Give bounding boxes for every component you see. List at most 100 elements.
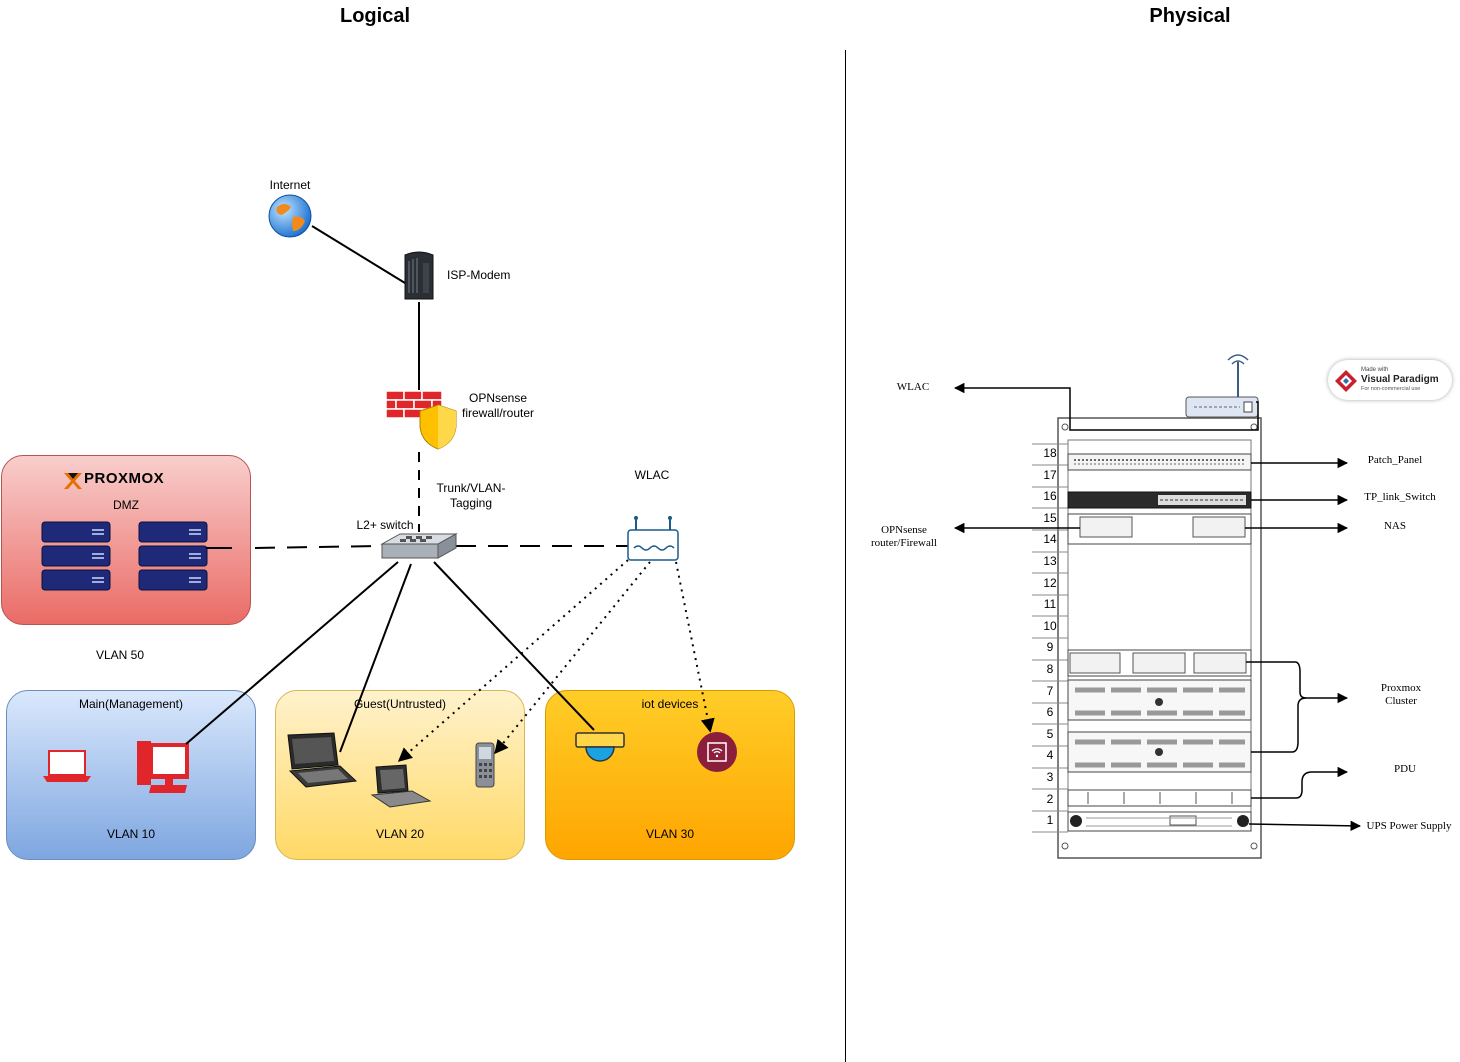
- rack-label-opnsense-line1: OPNsense: [881, 524, 927, 536]
- nas-box: [1192, 516, 1246, 538]
- laptop-icon: [41, 749, 93, 788]
- rack-unit: 2: [1046, 791, 1054, 806]
- zone-vlan: VLAN 20: [375, 827, 425, 841]
- zone-vlan: VLAN 30: [645, 827, 695, 841]
- mobile-phone-icon: [472, 739, 498, 796]
- rack-label-ups: UPS Power Supply: [1366, 820, 1452, 832]
- rack-unit: 14: [1043, 532, 1057, 547]
- section-divider: [845, 50, 846, 1062]
- rack-unit-list: 18 17 16 15 14 13 12 11 10 9 8 7 6 5 4 3…: [1032, 443, 1068, 832]
- zone-title: iot devices: [641, 697, 699, 711]
- rack-unit: 6: [1046, 705, 1054, 720]
- switch-guest-laptop-link: [339, 563, 412, 753]
- rack-unit: 12: [1043, 575, 1057, 590]
- rack-unit: 9: [1046, 640, 1054, 655]
- visual-paradigm-logo-icon: [1334, 369, 1358, 398]
- server-icon: [137, 520, 209, 592]
- patch-panel: [1067, 453, 1252, 471]
- rack-screw: [1061, 423, 1069, 431]
- switch-pc-link: [185, 561, 399, 745]
- modem-icon: [399, 249, 439, 306]
- rack-label-opnsense-line2: router/Firewall: [871, 537, 937, 549]
- rack-label-switch: TP_link_Switch: [1364, 491, 1436, 503]
- firewall-label-line1: OPNsense: [468, 391, 528, 405]
- physical-title: Physical: [1149, 5, 1231, 27]
- laptop-icon: [368, 763, 432, 818]
- rack-label-proxmox-line1: Proxmox: [1380, 682, 1422, 694]
- rack-unit: 15: [1043, 510, 1057, 525]
- ups-handle: [1237, 815, 1249, 827]
- visual-paradigm-badge[interactable]: Made with Visual Paradigm For non-commer…: [1328, 360, 1452, 400]
- rack-unit: 10: [1043, 618, 1057, 633]
- dmz-label: DMZ: [113, 498, 139, 512]
- internet-modem-link: [311, 225, 406, 284]
- rack-diagram: [953, 354, 1362, 859]
- laptop-icon: [284, 731, 358, 794]
- logical-links: [185, 225, 715, 762]
- rack-unit: 7: [1046, 683, 1054, 698]
- rack-label-patch-panel: Patch_Panel: [1367, 454, 1423, 466]
- proxmox-logo: [62, 470, 192, 492]
- unit-grid: [1032, 443, 1068, 833]
- modem-label: ISP-Modem: [447, 268, 511, 282]
- rack-label-proxmox-line2: Cluster: [1385, 695, 1417, 707]
- globe-icon: [267, 193, 313, 244]
- rack-unit: 18: [1043, 446, 1057, 460]
- badge-note-text: For non-commercial use: [1361, 386, 1421, 392]
- pdu-arrow: [1251, 766, 1349, 799]
- wifi-phone-link: [494, 561, 651, 755]
- rack-unit: 3: [1046, 769, 1054, 784]
- iot-zone[interactable]: iot devices VLAN 30: [545, 690, 795, 860]
- proxmox-arrow-lower: [1251, 697, 1307, 753]
- proxmox-node: [1069, 652, 1121, 674]
- opnsense-box: [1079, 516, 1133, 538]
- rack-unit: 4: [1046, 748, 1054, 763]
- rack-screw: [1250, 842, 1258, 850]
- proxmox-logo-text: PROXMOX: [84, 470, 165, 487]
- switch-camera-link: [433, 561, 595, 731]
- switch-label: L2+ switch: [356, 518, 414, 532]
- rack-label-wlac: WLAC: [896, 381, 930, 393]
- proxmox-node: [1193, 652, 1247, 674]
- wlac-arrow: [953, 382, 1259, 431]
- rack-label-nas: NAS: [1383, 520, 1406, 532]
- smart-device-icon: [696, 731, 738, 778]
- server-icon: [40, 520, 112, 592]
- firewall-icon: [385, 389, 458, 456]
- rack-unit: 13: [1043, 553, 1057, 568]
- zone-title: Main(Management): [78, 697, 184, 711]
- zone-title: Guest(Untrusted): [353, 697, 447, 711]
- ups-arrow: [1248, 820, 1362, 832]
- rack-unit: 1: [1046, 813, 1054, 828]
- rack-unit: 17: [1043, 467, 1057, 482]
- rack-unit: 16: [1043, 489, 1057, 504]
- dmz-switch-link: [254, 545, 383, 549]
- badge-brand-text: Visual Paradigm: [1361, 374, 1439, 385]
- access-point-icon: [626, 512, 680, 569]
- firewall-label-line2: firewall/router: [461, 406, 535, 420]
- rack-unit: 11: [1043, 597, 1057, 612]
- rack-unit: 8: [1046, 661, 1054, 676]
- guest-zone[interactable]: Guest(Untrusted) VLAN 20: [275, 690, 525, 860]
- rack-unit: 5: [1046, 726, 1054, 741]
- trunk-label-line2: Tagging: [449, 496, 493, 510]
- ups-handle: [1070, 815, 1082, 827]
- zone-vlan: VLAN 10: [106, 827, 156, 841]
- internet-label: Internet: [269, 178, 311, 192]
- wifi-laptop-link: [397, 559, 629, 762]
- wlac-label: WLAC: [634, 468, 670, 482]
- main-zone[interactable]: Main(Management) VLAN 10: [6, 690, 256, 860]
- wifi-iot-link: [675, 561, 715, 733]
- logical-title: Logical: [339, 5, 410, 27]
- ups: [1067, 811, 1252, 832]
- desktop-pc-icon: [135, 737, 191, 800]
- proxmox-node: [1132, 652, 1186, 674]
- rack-label-pdu: PDU: [1393, 763, 1416, 775]
- trunk-label-line1: Trunk/VLAN-: [436, 481, 506, 495]
- security-camera-icon: [574, 731, 626, 776]
- badge-small-text: Made with: [1361, 367, 1389, 373]
- rack-screw: [1061, 842, 1069, 850]
- vlan50-label: VLAN 50: [95, 648, 145, 662]
- dmz-zone[interactable]: PROXMOX DMZ: [1, 455, 251, 625]
- switch-icon: [380, 530, 458, 571]
